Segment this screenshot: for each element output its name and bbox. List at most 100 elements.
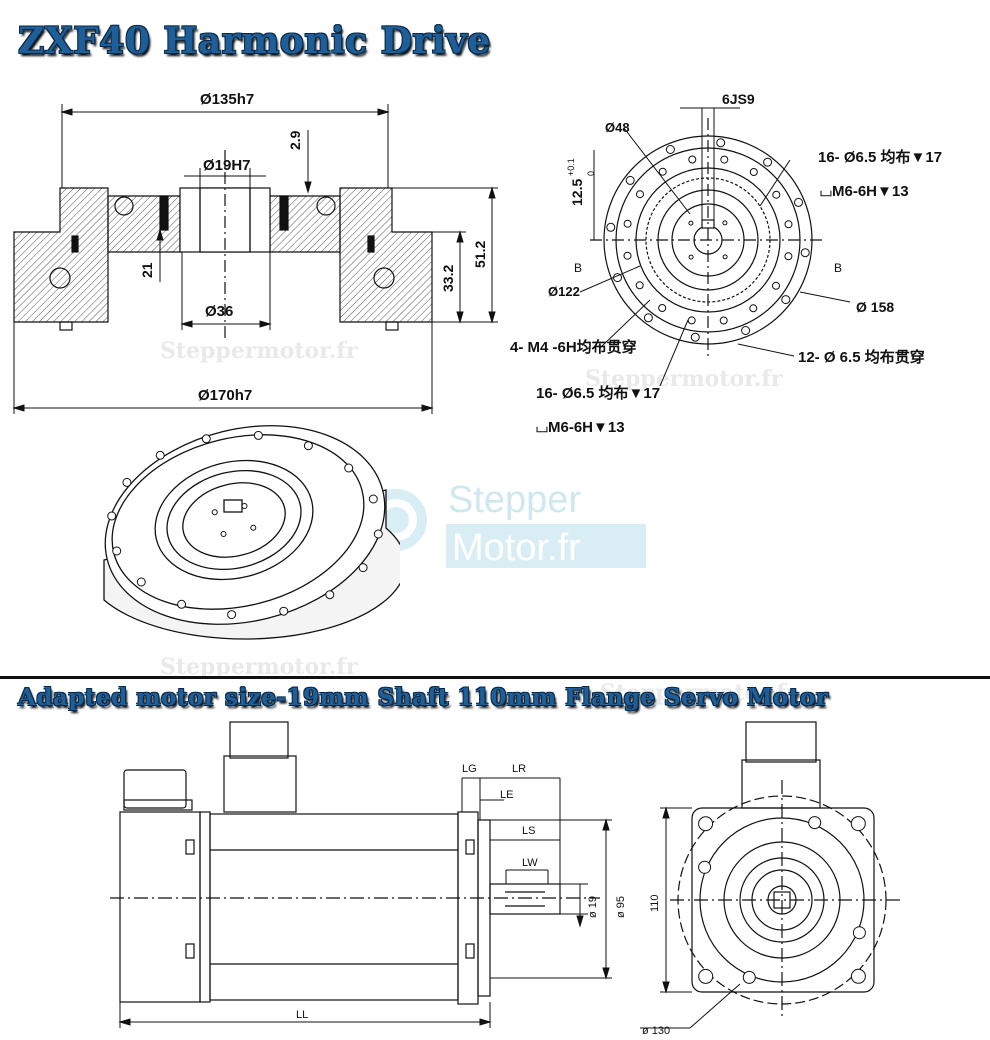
through-hole <box>741 326 751 335</box>
threaded-hole <box>772 281 780 290</box>
watermark: Steppermotor.fr <box>585 366 783 392</box>
dim-lr: LR <box>512 763 526 775</box>
dim-d19-shaft: ø 19 <box>587 896 599 918</box>
dim-51-2: 51.2 <box>472 241 488 268</box>
center-hole <box>211 509 218 516</box>
note-holes-16-bottom: 16- Ø6.5 均布▼17 <box>536 384 660 402</box>
flange-hole <box>177 599 187 609</box>
flange-hole <box>279 606 289 616</box>
dim-d135: Ø135h7 <box>200 91 254 108</box>
flange-hole <box>358 563 368 573</box>
dim-110: 110 <box>649 894 661 912</box>
flange-hole <box>112 546 122 556</box>
flange-screw <box>808 816 822 830</box>
dim-d48: Ø48 <box>605 120 630 135</box>
flange-hole <box>344 463 354 473</box>
through-hole <box>690 332 700 342</box>
flange-screw <box>698 860 712 874</box>
dim-2-9: 2.9 <box>287 130 303 150</box>
threaded-hole <box>749 304 758 313</box>
flange-hole <box>227 610 237 620</box>
section-b-left: B <box>574 261 582 275</box>
title-servo-motor: Adapted motor size-19mm Shaft 110mm Flan… <box>18 684 829 711</box>
tol-zero: 0 <box>586 171 596 176</box>
flange-screw <box>852 926 866 940</box>
watermark: Steppermotor.fr <box>160 338 358 364</box>
dim-d19: Ø19H7 <box>203 157 251 174</box>
through-hole <box>625 175 635 185</box>
watermark: Steppermotor.fr <box>600 680 798 706</box>
dim-d95: ø 95 <box>615 896 627 918</box>
threaded-hole <box>635 281 644 290</box>
through-hole <box>665 145 675 154</box>
threaded-hole <box>658 304 667 312</box>
center-hole <box>250 524 257 531</box>
dim-12-5: 12.5 <box>569 179 585 206</box>
logo-line2: Motor.fr <box>452 527 581 569</box>
flange-hole <box>136 577 146 587</box>
flange-hole <box>303 441 313 451</box>
motor-front-view: 110 ø 130 <box>640 721 900 1037</box>
dim-33-2: 33.2 <box>440 265 456 292</box>
note-holes-16-top: 16- Ø6.5 均布▼17 <box>818 148 942 166</box>
dim-lg: LG <box>462 763 477 775</box>
threaded-hole <box>658 167 667 176</box>
flange-screw <box>742 970 756 984</box>
mount-hole <box>698 968 714 984</box>
flange-hole <box>122 477 132 487</box>
through-hole <box>763 157 773 167</box>
through-hole <box>794 197 803 207</box>
motor-side-view: LG LR LE LS LW ø 19 ø 95 LL <box>110 721 627 1028</box>
center-hole <box>241 503 248 509</box>
flange-hole <box>201 434 211 444</box>
dim-d170: Ø170h7 <box>198 387 252 404</box>
through-hole <box>606 222 616 232</box>
dim-le: LE <box>500 789 513 801</box>
title-harmonic-drive: ZXF40 Harmonic Drive <box>18 20 491 62</box>
section-b-right: B <box>834 261 842 275</box>
dim-d36: Ø36 <box>205 303 233 320</box>
note-thread-bottom: ⌴M6-6H▼13 <box>536 419 625 436</box>
m4-hole <box>722 254 728 260</box>
flange-hole <box>107 511 117 521</box>
section-separator <box>0 676 990 679</box>
m4-hole <box>722 220 728 226</box>
flange-hole <box>368 494 378 504</box>
threaded-hole <box>623 251 632 260</box>
dim-keyway: 6JS9 <box>722 91 755 107</box>
watermark: Steppermotor.fr <box>160 654 358 680</box>
dim-lw: LW <box>522 857 538 869</box>
threaded-hole <box>784 220 793 229</box>
through-hole <box>781 295 791 305</box>
threaded-hole <box>719 316 728 325</box>
note-holes-4: 4- M4 -6H均布贯穿 <box>510 338 637 356</box>
mount-hole <box>850 968 866 984</box>
threaded-hole <box>720 155 729 164</box>
logo-line1: Stepper <box>448 479 581 521</box>
through-hole <box>800 248 810 258</box>
mount-hole <box>850 816 866 832</box>
m4-hole <box>688 220 694 226</box>
threaded-hole <box>784 252 793 261</box>
flange-hole <box>253 430 263 440</box>
dim-ll: LL <box>296 1009 308 1021</box>
note-thread-top: ⌴M6-6H▼13 <box>820 183 909 200</box>
mount-hole <box>698 816 714 832</box>
through-hole <box>643 313 653 323</box>
threaded-hole <box>623 219 632 228</box>
threaded-hole <box>772 190 781 199</box>
dim-ls: LS <box>522 825 535 837</box>
flange-hole <box>325 590 335 600</box>
flange-hole <box>155 450 165 460</box>
threaded-hole <box>688 155 697 164</box>
threaded-hole <box>636 190 644 199</box>
tol-plus: +0.1 <box>566 158 576 176</box>
dim-d158: Ø 158 <box>856 299 894 315</box>
center-hole <box>220 531 227 537</box>
dim-d122: Ø122 <box>548 284 580 299</box>
isometric-drive <box>103 425 400 640</box>
threaded-hole <box>749 168 758 176</box>
front-view: 6JS9 Ø48 12.5 +0.1 0 B B Ø122 Ø 158 16- … <box>510 91 942 436</box>
dim-d130: ø 130 <box>642 1025 670 1037</box>
